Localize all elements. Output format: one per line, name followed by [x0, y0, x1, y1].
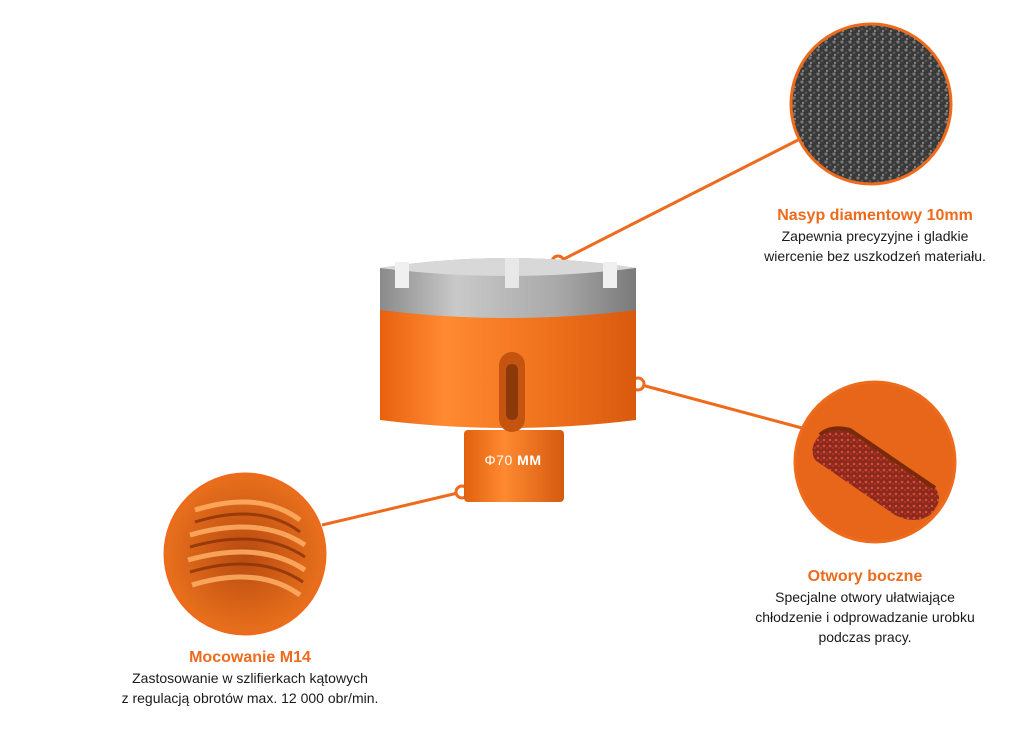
detail-diamond-circle	[789, 22, 953, 186]
callout-mount: Mocowanie M14 Zastosowanie w szlifierkac…	[95, 648, 405, 708]
callout-diamond-title: Nasyp diamentowy 10mm	[777, 207, 973, 224]
diameter-label: Φ70 MM	[463, 452, 563, 468]
callout-mount-line-2: z regulacją obrotów max. 12 000 obr/min.	[121, 690, 379, 706]
callout-holes-line-1: Specjalne otwory ułatwiające	[775, 589, 955, 605]
callout-diamond-line-2: wiercenie bez uszkodzeń materiału.	[764, 248, 986, 264]
diameter-unit: MM	[517, 452, 542, 468]
callout-holes-line-2: chłodzenie i odprowadzanie urobku	[755, 609, 975, 625]
detail-thread-circle	[163, 472, 327, 636]
callout-holes-title: Otwory boczne	[807, 568, 923, 585]
drill-bit	[380, 258, 636, 502]
callout-mount-title: Mocowanie M14	[189, 649, 311, 666]
detail-holes-circle	[793, 380, 957, 544]
callout-diamond-line-1: Zapewnia precyzyjne i gladkie	[781, 228, 969, 244]
callout-holes-line-3: podczas pracy.	[818, 629, 912, 645]
callout-mount-line-1: Zastosowanie w szlifierkach kątowych	[132, 670, 368, 686]
connector-lines	[321, 138, 803, 527]
callout-diamond: Nasyp diamentowy 10mm Zapewnia precyzyjn…	[740, 206, 1010, 266]
diameter-value: Φ70	[484, 452, 513, 468]
shank	[464, 430, 564, 502]
callout-holes: Otwory boczne Specjalne otwory ułatwiają…	[740, 567, 990, 647]
